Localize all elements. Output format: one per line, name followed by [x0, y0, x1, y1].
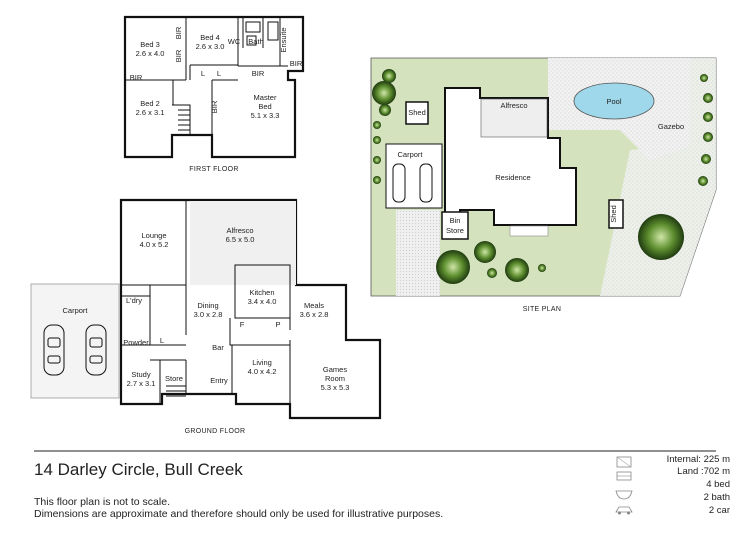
lounge-name: Lounge [141, 231, 166, 240]
side-paving [600, 58, 716, 296]
site-car-2 [419, 163, 433, 203]
wc-label: WC [228, 37, 241, 46]
first-floor-plan: Bed 3 2.6 x 4.0 Bed 4 2.6 x 3.0 Bed 2 2.… [123, 15, 305, 173]
site-trees [372, 69, 713, 284]
powder-label: Powder [123, 338, 149, 347]
bir-label-1: BIR [174, 26, 183, 39]
alfresco-dim: 6.5 x 5.0 [226, 235, 255, 244]
site-plan: Pool Gazebo Residence Alfresco Shed Carp… [370, 57, 717, 313]
linen-label-1: L [201, 69, 205, 78]
bath-label: Bath [248, 37, 263, 46]
bed3-name: Bed 3 [140, 40, 160, 49]
games-name: Games [323, 365, 347, 374]
linen-label-2: L [217, 69, 221, 78]
carport-slab [30, 283, 120, 399]
bin-store-label: Store [446, 226, 464, 235]
study-name: Study [131, 370, 150, 379]
linen-label: L [160, 336, 164, 345]
dining-dim: 3.0 x 2.8 [194, 310, 223, 319]
residence-step [509, 225, 549, 237]
bed2-dim: 2.6 x 3.1 [136, 108, 165, 117]
car-outline-1 [43, 324, 65, 376]
site-carport-label: Carport [397, 150, 423, 159]
bir-label-3: BIR [130, 73, 143, 82]
bed-icon [616, 471, 632, 481]
master-dim: 5.1 x 3.3 [251, 111, 280, 120]
shed-1-label: Shed [408, 108, 426, 117]
games-dim: 5.3 x 5.3 [321, 383, 350, 392]
gazebo-label: Gazebo [658, 122, 684, 131]
kitchen-name: Kitchen [249, 288, 274, 297]
lounge-dim: 4.0 x 5.2 [140, 240, 169, 249]
bir-label-2: BIR [174, 49, 183, 62]
alfresco-name: Alfresco [226, 226, 253, 235]
kitchen-dim: 3.4 x 4.0 [248, 297, 277, 306]
ensuite-label: Ensuite [279, 27, 288, 52]
pantry-label: P [275, 320, 280, 329]
bar-label: Bar [212, 343, 224, 352]
master-name2: Bed [258, 102, 271, 111]
site-carport [385, 143, 443, 209]
bir-label-5: BIR [290, 59, 303, 68]
site-car-1 [392, 163, 406, 203]
master-name: Master [254, 93, 277, 102]
ground-floor-plan: Carport Lounge 4.0 x 5.2 Alfresco 6.5 x … [30, 198, 382, 435]
games-name2: Room [325, 374, 345, 383]
bath-icon [615, 490, 633, 500]
bir-label-4: BIR [252, 69, 265, 78]
site-alfresco-label: Alfresco [500, 101, 527, 110]
study-dim: 2.7 x 3.1 [127, 379, 156, 388]
bed4-dim: 2.6 x 3.0 [196, 42, 225, 51]
alfresco-slab [190, 201, 296, 285]
bed4-name: Bed 4 [200, 33, 220, 42]
residence-label: Residence [495, 173, 530, 182]
bin-label: Bin [450, 216, 461, 225]
ground-floor-caption: GROUND FLOOR [185, 428, 246, 435]
bed3-dim: 2.6 x 4.0 [136, 49, 165, 58]
dining-name: Dining [197, 301, 218, 310]
pool-shape [573, 82, 655, 120]
laundry-label: L'dry [126, 296, 142, 305]
shed-2 [608, 199, 624, 229]
shed-2-label: Shed [609, 205, 618, 223]
living-dim: 4.0 x 4.2 [248, 367, 277, 376]
car-outline-2 [85, 324, 107, 376]
meals-name: Meals [304, 301, 324, 310]
bin-store [441, 211, 469, 240]
carport-label: Carport [62, 306, 88, 315]
pool-label: Pool [606, 97, 621, 106]
living-name: Living [252, 358, 272, 367]
entry-label: Entry [210, 376, 228, 385]
bir-label-6: BIR [210, 100, 219, 113]
store-label: Store [165, 374, 183, 383]
shed-1 [405, 101, 429, 125]
site-plan-caption: SITE PLAN [523, 306, 562, 313]
fridge-label: F [240, 320, 245, 329]
site-alfresco [480, 98, 548, 138]
area-icon [616, 456, 632, 468]
driveway [396, 210, 440, 296]
bed2-name: Bed 2 [140, 99, 160, 108]
meals-dim: 3.6 x 2.8 [300, 310, 329, 319]
car-icon [615, 506, 633, 515]
first-floor-caption: FIRST FLOOR [189, 166, 238, 173]
